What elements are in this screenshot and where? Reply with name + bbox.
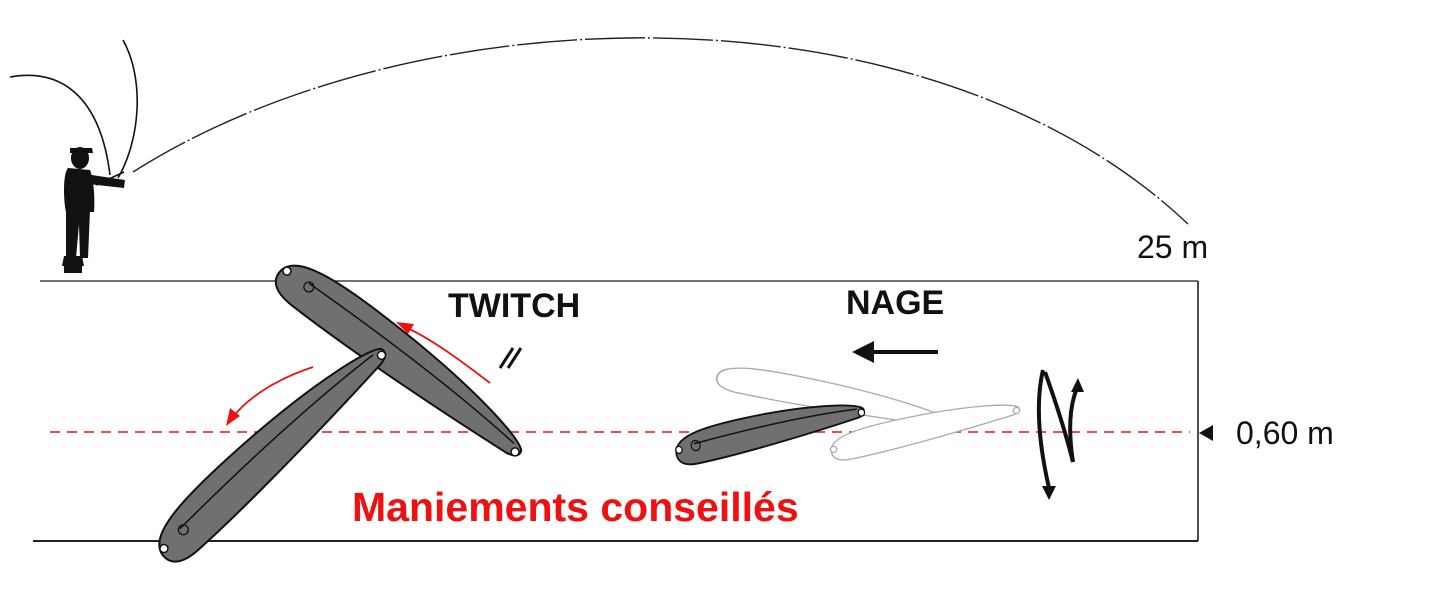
zigzag-arrow-icon <box>1036 369 1079 489</box>
distance-label: 25 m <box>1137 229 1209 265</box>
casting-line <box>132 37 1189 225</box>
angler-silhouette-icon <box>62 147 125 273</box>
zigzag-arrowhead-up <box>1071 378 1084 392</box>
lure-nage-ghost-lower <box>826 393 1023 464</box>
depth-marker-icon <box>1199 425 1213 441</box>
arrow-left-icon <box>852 341 938 363</box>
twitch-label: TWITCH <box>448 287 581 325</box>
lure-twitch-upper <box>267 247 536 474</box>
twitch-arrow-up-icon <box>396 322 491 384</box>
twitch-arrow-down-icon <box>226 366 314 426</box>
nage-label: NAGE <box>846 284 945 322</box>
lure-nage-main <box>671 392 869 469</box>
zigzag-arrowhead-down <box>1042 486 1056 500</box>
double-slash-icon <box>498 347 523 369</box>
lure-twitch-lower <box>142 331 401 571</box>
depth-label: 0,60 m <box>1236 415 1334 451</box>
footer-caption: Maniements conseillés <box>352 484 799 530</box>
